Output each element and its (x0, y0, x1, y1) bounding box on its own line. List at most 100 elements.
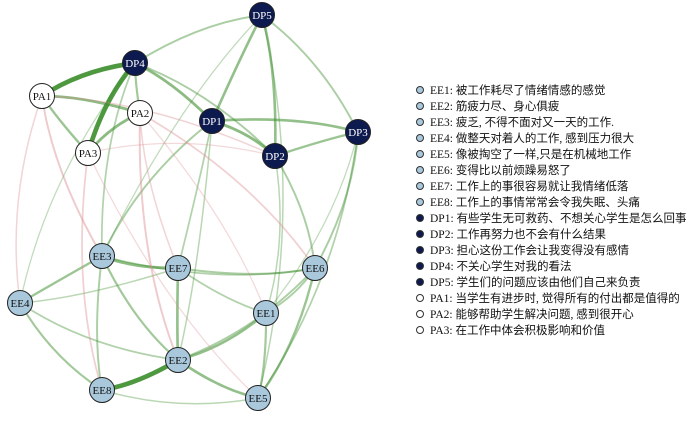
edge-EE3-EE6 (101, 255, 316, 276)
node-circle (245, 385, 271, 411)
node-PA3[interactable]: PA3 (75, 140, 101, 166)
node-label: DP2 (265, 151, 285, 163)
edge-DP1-EE2 (177, 120, 213, 361)
legend-marker-icon (416, 214, 424, 222)
legend-marker-icon (416, 326, 424, 334)
node-label: EE4 (11, 298, 30, 310)
edge-EE3-EE2 (101, 255, 179, 361)
legend-label: EE5: 像被掏空了一样,只是在机械地工作 (430, 149, 632, 161)
edge-DP5-EE3 (101, 14, 263, 257)
node-EE5[interactable]: EE5 (245, 385, 271, 411)
edge-DP4-EE3 (100, 62, 136, 257)
legend-label: DP4: 不关心学生对我的看法 (430, 261, 572, 273)
node-circle (199, 108, 225, 134)
node-circle (302, 255, 328, 281)
legend-item-EE4: EE4: 做整天对着人的工作, 感到压力很大 (416, 130, 687, 146)
node-circle (89, 243, 115, 269)
edges-layer (15, 14, 359, 405)
node-EE7[interactable]: EE7 (165, 255, 191, 281)
legend-item-PA1: PA1: 当学生有进步时, 觉得所有的付出都是值得的 (416, 290, 687, 306)
node-circle (262, 143, 288, 169)
node-label: PA3 (79, 148, 98, 160)
edge-PA2-EE6 (139, 112, 316, 269)
node-label: PA2 (131, 108, 150, 120)
edge-DP5-DP2 (260, 14, 277, 157)
node-circle (253, 300, 279, 326)
edge-DP1-EE7 (177, 120, 213, 269)
node-DP4[interactable]: DP4 (122, 50, 148, 76)
edge-DP1-DP3 (211, 118, 359, 134)
node-label: EE1 (257, 308, 276, 320)
edge-DP4-DP2 (134, 62, 276, 157)
edge-EE3-EE8 (96, 255, 103, 391)
node-DP5[interactable]: DP5 (249, 2, 275, 28)
node-circle (122, 50, 148, 76)
legend-item-EE7: EE7: 工作上的事很容易就让我情绪低落 (416, 178, 687, 194)
edge-PA1-EE4 (15, 95, 43, 304)
legend-marker-icon (416, 246, 424, 254)
legend-item-PA2: PA2: 能够帮助学生解决问题, 感到很开心 (416, 306, 687, 322)
node-circle (89, 377, 115, 403)
node-label: PA1 (33, 91, 52, 103)
edge-PA3-EE8 (81, 152, 103, 391)
legend-marker-icon (416, 310, 424, 318)
legend-label: EE3: 疲乏, 不得不面对又一天的工作. (430, 117, 614, 129)
edge-PA1-EE3 (41, 95, 103, 257)
edge-PA1-DP2 (41, 95, 276, 157)
legend-label: DP2: 工作再努力也不会有什么结果 (430, 229, 607, 241)
edge-EE7-EE2 (176, 267, 180, 361)
edge-PA2-EE7 (139, 112, 179, 269)
edge-EE6-EE5 (257, 267, 317, 399)
node-DP1[interactable]: DP1 (199, 108, 225, 134)
legend-item-DP4: DP4: 不关心学生对我的看法 (416, 258, 687, 274)
legend-label: PA2: 能够帮助学生解决问题, 感到很开心 (430, 309, 634, 321)
node-EE1[interactable]: EE1 (253, 300, 279, 326)
edge-PA3-EE5 (87, 152, 259, 399)
node-label: DP3 (348, 127, 368, 139)
node-PA1[interactable]: PA1 (29, 83, 55, 109)
legend-label: PA1: 当学生有进步时, 觉得所有的付出都是值得的 (430, 293, 680, 305)
edge-EE4-EE7 (19, 267, 179, 304)
edge-DP5-DP1 (210, 14, 264, 122)
node-PA2[interactable]: PA2 (127, 100, 153, 126)
node-label: EE8 (93, 385, 112, 397)
edge-EE6-EE2 (177, 267, 316, 361)
legend-label: EE8: 工作上的事情常常会令我失眠、头痛 (430, 197, 640, 209)
node-label: EE2 (169, 355, 188, 367)
node-label: EE3 (93, 251, 112, 263)
legend-item-DP2: DP2: 工作再努力也不会有什么结果 (416, 226, 687, 242)
edge-EE1-EE2 (177, 312, 267, 362)
legend-marker-icon (416, 150, 424, 158)
legend-marker-icon (416, 182, 424, 190)
legend-item-DP1: DP1: 有些学生无可救药、不想关心学生是怎么回事 (416, 210, 687, 226)
node-DP3[interactable]: DP3 (345, 119, 371, 145)
node-EE2[interactable]: EE2 (165, 347, 191, 373)
node-EE6[interactable]: EE6 (302, 255, 328, 281)
node-circle (345, 119, 371, 145)
node-EE3[interactable]: EE3 (89, 243, 115, 269)
legend-item-EE3: EE3: 疲乏, 不得不面对又一天的工作. (416, 114, 687, 130)
legend-item-DP5: DP5: 学生们的问题应该由他们自己来负责 (416, 274, 687, 290)
edge-DP4-EE4 (19, 62, 136, 304)
node-circle (165, 347, 191, 373)
node-EE4[interactable]: EE4 (7, 290, 33, 316)
node-label: DP1 (202, 116, 222, 128)
node-EE8[interactable]: EE8 (89, 377, 115, 403)
legend-label: EE2: 筋疲力尽、身心俱疲 (430, 101, 560, 113)
legend-marker-icon (416, 118, 424, 126)
node-circle (75, 140, 101, 166)
legend-label: DP1: 有些学生无可救药、不想关心学生是怎么回事 (430, 213, 687, 225)
node-circle (29, 83, 55, 109)
legend-label: DP3: 担心这份工作会让我变得没有感情 (430, 245, 630, 257)
edge-EE2-EE5 (177, 358, 259, 400)
node-DP2[interactable]: DP2 (262, 143, 288, 169)
legend-marker-icon (416, 294, 424, 302)
edge-DP3-EE1 (265, 131, 359, 314)
edge-DP3-EE6 (314, 131, 359, 269)
legend-marker-icon (416, 278, 424, 286)
edge-DP4-DP5 (134, 14, 263, 64)
edge-EE4-EE8 (19, 302, 103, 391)
legend-label: EE6: 变得比以前烦躁易怒了 (430, 165, 571, 177)
